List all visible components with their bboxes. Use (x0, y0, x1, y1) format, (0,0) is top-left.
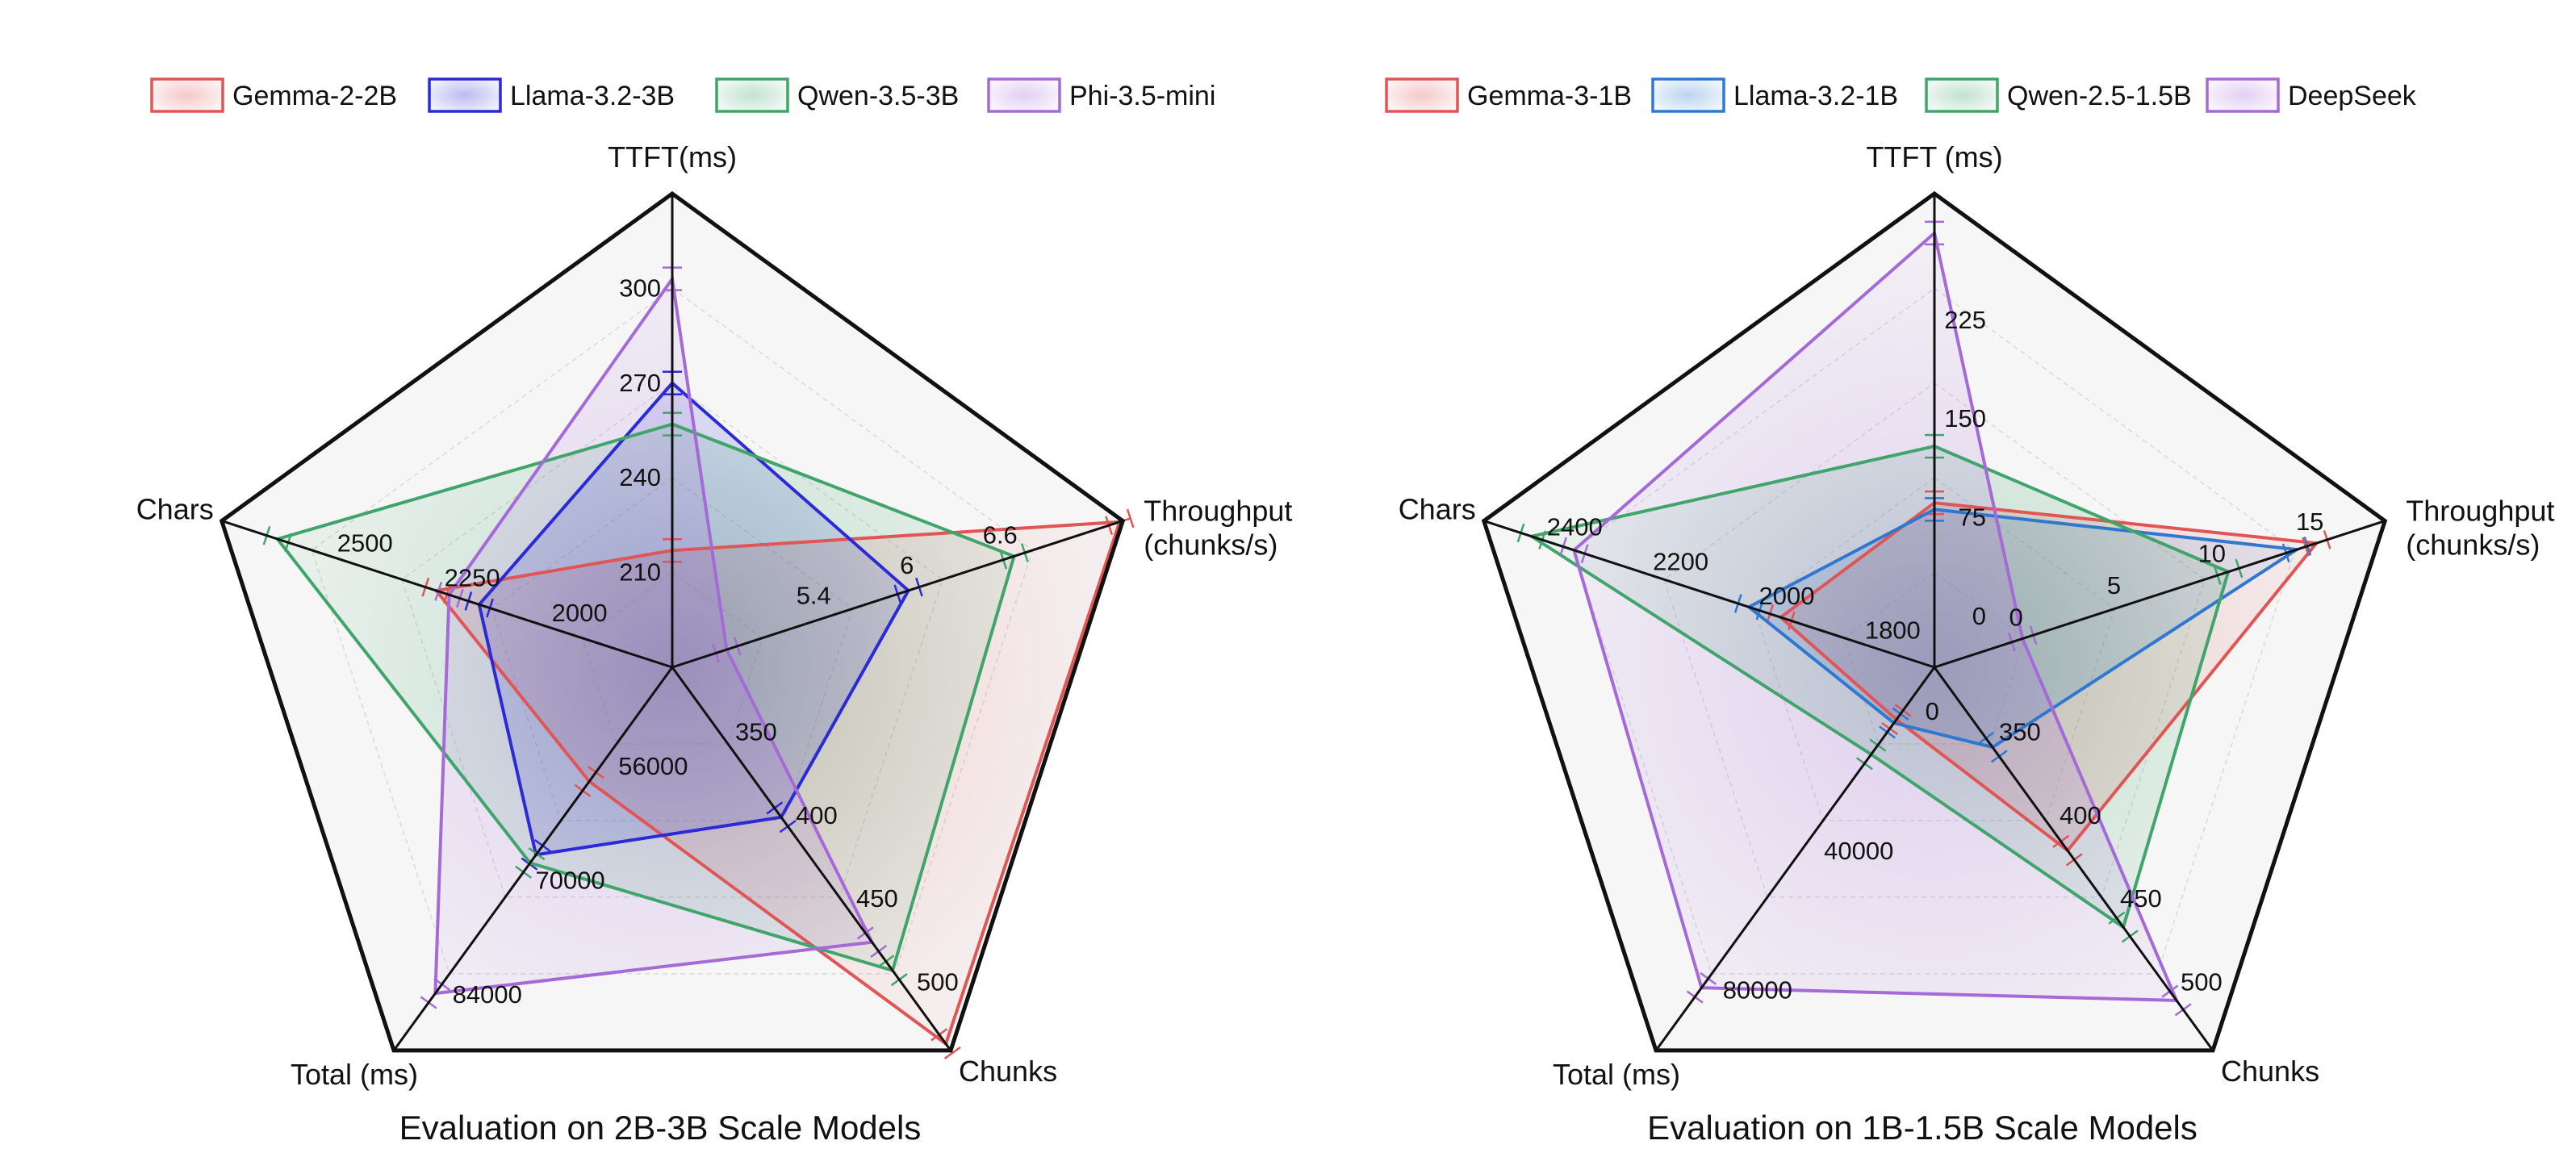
legend-item-Gemma-2-2B[interactable]: Gemma-2-2B (150, 77, 397, 113)
legend-label: Llama-3.2-3B (510, 81, 675, 111)
tick-label-chars: 2500 (337, 529, 393, 557)
legend-swatch (2206, 77, 2280, 113)
tick-label-chars: 1800 (1865, 616, 1921, 645)
legend-swatch (428, 77, 502, 113)
axis-spoke-throughput (671, 520, 1123, 669)
tick-label-ttft: 270 (619, 369, 661, 397)
axis-title-chars: Chars (1399, 493, 1476, 526)
tick-label-total: 56000 (618, 752, 688, 780)
radar-chart-2: 0 75 150 225 0 5 10 15 350 400 450 500 0 40000 80000 18… (1385, 77, 2554, 1147)
axis-spoke-chars (1483, 520, 1935, 669)
legend-item-Llama-3.2-1B[interactable]: Llama-3.2-1B (1651, 77, 1898, 113)
tick-label-chunks: 400 (2060, 801, 2101, 829)
axis-title-ttft: TTFT(ms) (608, 140, 737, 173)
legend-item-Qwen-3.5-3B[interactable]: Qwen-3.5-3B (715, 77, 959, 113)
series-line-Phi-3.5-mini (433, 274, 875, 996)
tick-label-ttft: 240 (619, 463, 661, 491)
tick-label-chunks: 350 (1999, 718, 2041, 746)
series-area-Phi-3.5-mini (435, 278, 872, 994)
legend-label: Qwen-3.5-3B (797, 81, 959, 111)
tick-label-ttft: 300 (619, 274, 661, 302)
legend-item-Gemma-3-1B[interactable]: Gemma-3-1B (1385, 77, 1632, 113)
tick-label-chars: 2000 (1758, 582, 1814, 610)
tick-label-total: 80000 (1723, 976, 1792, 1005)
axis-spoke-total (1654, 666, 1936, 1051)
radar-border (219, 190, 1126, 1053)
series-line-Llama-3.2-3B (477, 380, 911, 857)
tick-label-chars: 2200 (1653, 547, 1708, 575)
chart-title: Evaluation on 2B-3B Scale Models (399, 1109, 922, 1147)
legend-label: DeepSeek (2288, 81, 2417, 111)
tick-label-chunks: 350 (735, 718, 777, 746)
series-line-Qwen-2.5-1.5B (1527, 444, 2231, 930)
axis-spoke-chunks (671, 666, 952, 1051)
axis-title-throughput: Throughput(chunks/s) (2406, 495, 2554, 562)
tick-label-chars: 2250 (445, 564, 500, 592)
tick-label-chars: 2400 (1547, 513, 1603, 541)
axis-title-total: Total (ms) (1553, 1058, 1680, 1091)
legend-swatch (1651, 77, 1725, 113)
axis-title-total: Total (ms) (291, 1058, 418, 1091)
series-area-DeepSeek (1574, 232, 2177, 1001)
legend-swatch (150, 77, 224, 113)
legend-label: Llama-3.2-1B (1733, 81, 1898, 111)
tick-label-throughput: 6 (900, 551, 914, 579)
legend-item-Llama-3.2-3B[interactable]: Llama-3.2-3B (428, 77, 675, 113)
axis-title-chars: Chars (136, 493, 214, 526)
tick-label-ttft: 225 (1944, 306, 1986, 334)
chart-title: Evaluation on 1B-1.5B Scale Models (1647, 1109, 2198, 1147)
tick-label-chunks: 500 (917, 967, 959, 996)
legend-label: Phi-3.5-mini (1069, 81, 1215, 111)
axis-title-ttft: TTFT (ms) (1866, 140, 2002, 173)
axis-title-throughput: Throughput(chunks/s) (1144, 495, 1292, 562)
series-line-Qwen-3.5-3B (274, 422, 1016, 973)
tick-label-throughput: 10 (2198, 540, 2226, 568)
tick-label-ttft: 210 (619, 558, 661, 587)
legend-swatch (1925, 77, 1999, 113)
legend-label: Gemma-3-1B (1467, 81, 1632, 111)
axis-spoke-chars (221, 520, 673, 669)
legend-item-Qwen-2.5-1.5B[interactable]: Qwen-2.5-1.5B (1925, 77, 2192, 113)
series-line-Llama-3.2-1B (1746, 508, 2302, 750)
series-line-Gemma-2-2B (433, 520, 1123, 1047)
tick-label-ttft: 150 (1944, 404, 1986, 432)
series-errbar-cap (943, 1046, 961, 1060)
tick-label-total: 40000 (1824, 837, 1893, 865)
legend-item-Phi-3.5-mini[interactable]: Phi-3.5-mini (987, 77, 1215, 113)
tick-label-chunks: 450 (856, 884, 898, 913)
tick-label-chunks: 400 (796, 801, 838, 829)
tick-label-chunks: 500 (2181, 967, 2223, 996)
grid-ring (311, 287, 1034, 975)
tick-label-throughput: 5 (2107, 571, 2121, 600)
legend-label: Qwen-2.5-1.5B (2007, 81, 2192, 111)
tick-label-throughput: 5.4 (797, 582, 831, 610)
tick-label-ttft: 75 (1959, 503, 1986, 531)
axis-spoke-throughput (1934, 520, 2386, 669)
series-line-Gemma-3-1B (1778, 501, 2320, 853)
legend-label: Gemma-2-2B (232, 81, 397, 111)
axis-spoke-chunks (1933, 666, 2214, 1051)
series-line-DeepSeek (1572, 230, 2180, 1003)
tick-label-total: 0 (1926, 697, 1939, 725)
tick-label-chars: 2000 (552, 599, 608, 627)
tick-label-throughput: 15 (2296, 508, 2323, 536)
axis-spoke-total (392, 666, 674, 1051)
radar-chart-1: 210 240 270 300 5.4 6 6.6 350 400 450 500 56000 7000… (136, 77, 1292, 1147)
axis-title-chunks: Chunks (2221, 1055, 2319, 1088)
tick-label-chunks: 450 (2120, 884, 2162, 913)
tick-label-total: 84000 (453, 980, 522, 1009)
tick-label-throughput: 0 (2009, 603, 2022, 631)
tick-label-ttft: 0 (1972, 602, 1986, 630)
tick-label-throughput: 6.6 (983, 521, 1018, 549)
series-errbar-cap (1126, 508, 1135, 529)
legend-item-DeepSeek[interactable]: DeepSeek (2206, 77, 2417, 113)
legend-swatch (1385, 77, 1459, 113)
legend-swatch (987, 77, 1061, 113)
legend-swatch (715, 77, 789, 113)
axis-title-chunks: Chunks (959, 1055, 1057, 1088)
radar-border (1481, 190, 2388, 1053)
tick-label-total: 70000 (535, 867, 604, 895)
